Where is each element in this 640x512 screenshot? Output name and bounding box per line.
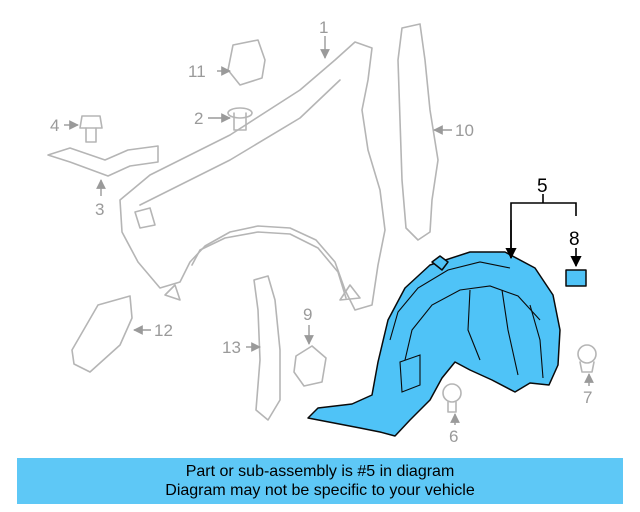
callout-7: 7 bbox=[583, 388, 592, 407]
banner-line-1: Part or sub-assembly is #5 in diagram bbox=[185, 463, 455, 480]
fender-liner-part-5 bbox=[307, 251, 561, 437]
callout-2: 2 bbox=[194, 109, 203, 128]
cap-part-11 bbox=[227, 39, 266, 86]
bracket-part-10 bbox=[397, 23, 439, 241]
bolt-part-4 bbox=[79, 115, 103, 143]
part-12 bbox=[71, 295, 133, 373]
callout-5: 5 bbox=[537, 176, 548, 197]
parts-diagram: 1 11 2 4 3 10 12 13 9 6 7 5 8 bbox=[47, 18, 597, 446]
fender-part-1 bbox=[119, 41, 386, 311]
clip-part-2 bbox=[227, 107, 253, 131]
callout-1: 1 bbox=[319, 18, 328, 37]
callout-10: 10 bbox=[455, 121, 474, 140]
part-9 bbox=[293, 345, 327, 387]
callout-3: 3 bbox=[95, 200, 104, 219]
part-13 bbox=[253, 275, 281, 421]
callout-8: 8 bbox=[569, 229, 580, 250]
leader-5-bracket bbox=[510, 202, 577, 258]
bracket-part-3 bbox=[47, 145, 159, 177]
callout-11: 11 bbox=[188, 62, 206, 81]
banner-line-2: Diagram may not be specific to your vehi… bbox=[165, 482, 475, 499]
callout-12: 12 bbox=[154, 321, 173, 340]
callout-13: 13 bbox=[222, 338, 241, 357]
callout-6: 6 bbox=[449, 427, 458, 446]
bolt-part-7 bbox=[577, 344, 597, 373]
callout-4: 4 bbox=[50, 116, 59, 135]
bolt-part-6 bbox=[442, 383, 462, 413]
clip-part-8 bbox=[565, 269, 587, 287]
info-banner: Part or sub-assembly is #5 in diagram Di… bbox=[17, 458, 623, 504]
callout-9: 9 bbox=[303, 305, 312, 324]
